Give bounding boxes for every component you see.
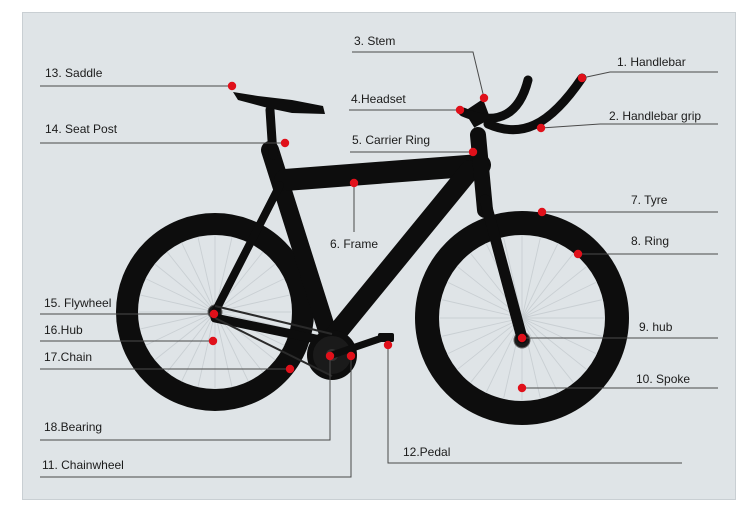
label-saddle: 13. Saddle [45, 66, 103, 80]
spoke-line [166, 311, 216, 373]
spoke-line [521, 243, 559, 319]
spoke-line [197, 311, 216, 388]
front-wheel [415, 211, 629, 425]
spoke-line [521, 236, 541, 319]
rear-rim [116, 213, 314, 411]
label-hub-rear: 16.Hub [44, 323, 83, 337]
label-frame: 6. Frame [330, 237, 379, 251]
crank-arm [328, 334, 386, 359]
spoke-line [503, 236, 523, 319]
label-seat-post: 14. Seat Post [45, 122, 118, 136]
spoke-line [214, 263, 276, 313]
spoke-line [447, 317, 523, 355]
spoke-line [197, 236, 216, 313]
label-carrier-ring: 5. Carrier Ring [352, 133, 431, 147]
label-hub-front: 9. hub [639, 320, 673, 334]
leader-bearing [40, 356, 331, 441]
spoke-line [181, 311, 216, 382]
bicycle [116, 73, 629, 425]
label-pedal: 12.Pedal [403, 445, 451, 459]
spoke-line [145, 278, 216, 313]
seat-post-tube [265, 105, 278, 160]
spoke-line [139, 294, 216, 313]
top-tube [274, 154, 491, 191]
spoke-line [166, 251, 216, 313]
label-handlebar-grip: 2. Handlebar grip [609, 109, 702, 123]
spoke-line [521, 265, 588, 319]
front-rim [415, 211, 629, 425]
marker-spoke [517, 383, 527, 393]
label-headset: 4.Headset [351, 92, 406, 106]
spoke-line [214, 278, 285, 313]
marker-chain [285, 364, 295, 374]
marker-chainwheel [346, 351, 356, 361]
marker-pedal [383, 340, 393, 350]
spoke-line [154, 311, 216, 361]
label-stem: 3. Stem [354, 34, 396, 48]
marker-seat-post [280, 138, 290, 148]
marker-flywheel [209, 309, 219, 319]
marker-carrier-ring [468, 147, 478, 157]
label-chainwheel: 11. Chainwheel [42, 458, 124, 472]
marker-dots [208, 73, 587, 393]
label-chain: 17.Chain [44, 350, 93, 364]
leader-stem [352, 51, 485, 99]
leader-handlebar [581, 71, 718, 79]
marker-ring [573, 249, 583, 259]
spoke-line [456, 317, 523, 371]
spoke-line [521, 317, 559, 393]
down-tube [325, 160, 480, 345]
leader-handlebar-grip [540, 123, 718, 129]
spoke-line [440, 299, 523, 319]
marker-frame [349, 178, 359, 188]
marker-headset [455, 105, 465, 115]
handlebar-left-drop [458, 75, 533, 123]
label-ring: 8. Ring [631, 234, 670, 248]
spoke-line [521, 317, 575, 384]
spoke-line [469, 317, 523, 384]
spoke-line [139, 311, 216, 330]
spoke-line [214, 311, 291, 330]
spoke-line [181, 242, 216, 313]
marker-tyre [537, 207, 547, 217]
label-flywheel: 15. Flywheel [44, 296, 112, 310]
leader-lines [40, 51, 718, 478]
seat-stay [211, 181, 284, 316]
marker-bearing [325, 351, 335, 361]
marker-hub-rear [208, 336, 218, 346]
label-tyre: 7. Tyre [631, 193, 668, 207]
spoke-line [521, 281, 597, 319]
frame-tubes [210, 73, 587, 349]
spoke-line [521, 299, 604, 319]
chain-line [214, 305, 333, 377]
chain-stay [210, 313, 335, 347]
marker-stem [479, 93, 489, 103]
spoke-line [214, 311, 233, 388]
handlebar-right-drop [483, 73, 587, 135]
spoke-line [521, 252, 575, 319]
spoke-line [440, 317, 523, 337]
marker-handlebar [577, 73, 587, 83]
marker-handlebar-grip [536, 123, 546, 133]
leader-pedal [387, 345, 682, 464]
saddle-shape [233, 92, 325, 114]
rear-wheel [116, 213, 314, 411]
pedal-shape [378, 333, 394, 342]
label-bearing: 18.Bearing [44, 420, 103, 434]
spoke-line [521, 317, 604, 337]
spoke-line [145, 311, 216, 346]
leader-chainwheel [40, 356, 352, 478]
marker-hub-front [517, 333, 527, 343]
spoke-line [521, 317, 588, 371]
fork [479, 194, 528, 344]
marker-saddle [227, 81, 237, 91]
label-spoke: 10. Spoke [636, 372, 691, 386]
label-handlebar: 1. Handlebar [617, 55, 686, 69]
spoke-line [521, 317, 597, 355]
spoke-line [154, 263, 216, 313]
